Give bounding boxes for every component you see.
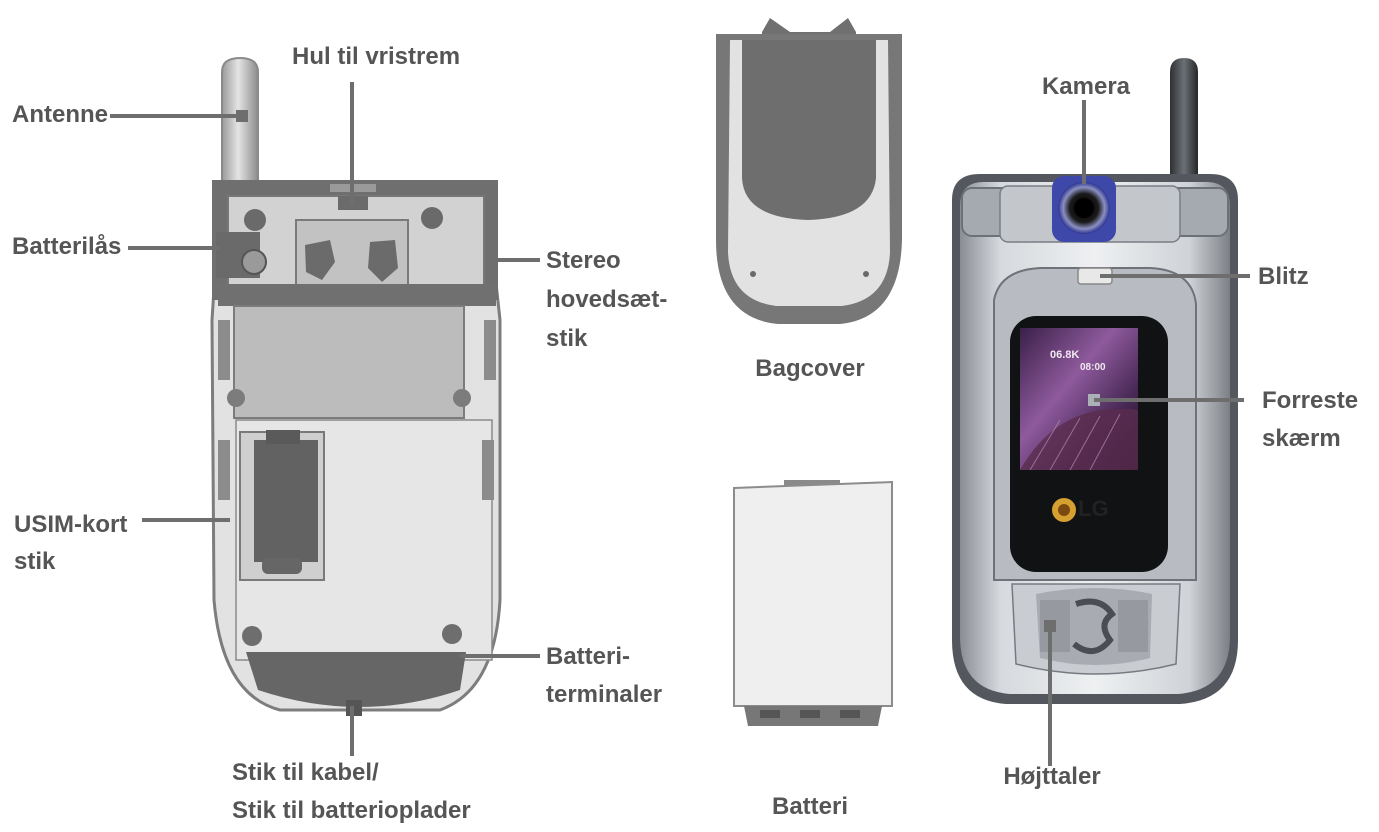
label-battery: Batteri xyxy=(771,793,849,820)
label-flash: Blitz xyxy=(1258,263,1309,290)
label-strap-hole: Hul til vristrem xyxy=(292,43,461,70)
label-speaker: Højttaler xyxy=(1003,763,1101,790)
label-camera: Kamera xyxy=(1041,73,1131,100)
label-cable-1: Stik til kabel/ xyxy=(232,759,379,786)
label-front-screen-2: skærm xyxy=(1262,425,1341,452)
label-cable-2: Stik til batterioplader xyxy=(232,797,471,824)
label-usim-1: USIM-kort xyxy=(14,511,128,538)
label-stereo-jack-3: stik xyxy=(546,325,588,352)
label-usim-2: stik xyxy=(14,548,56,575)
label-antenna: Antenne xyxy=(12,101,108,128)
label-battery-terminals-2: terminaler xyxy=(546,681,663,708)
battery-illustration xyxy=(733,480,893,726)
leader-lines xyxy=(110,82,1250,766)
phone-back-illustration xyxy=(210,56,502,716)
label-battery-terminals-1: Batteri- xyxy=(546,643,631,670)
phone-status-1: 06.8K xyxy=(1050,349,1080,361)
label-stereo-jack-2: hovedsæt- xyxy=(546,286,668,313)
label-battery-lock: Batterilås xyxy=(12,230,124,264)
back-cover-illustration xyxy=(716,18,902,324)
phone-status-2: 08:00 xyxy=(1080,362,1106,373)
label-back-cover: Bagcover xyxy=(755,355,865,382)
label-front-screen-1: Forreste xyxy=(1262,387,1359,414)
label-stereo-jack-1: Stereo xyxy=(546,247,621,274)
phone-front-illustration xyxy=(952,58,1238,704)
phone-brand-logo: LG xyxy=(1078,496,1109,521)
